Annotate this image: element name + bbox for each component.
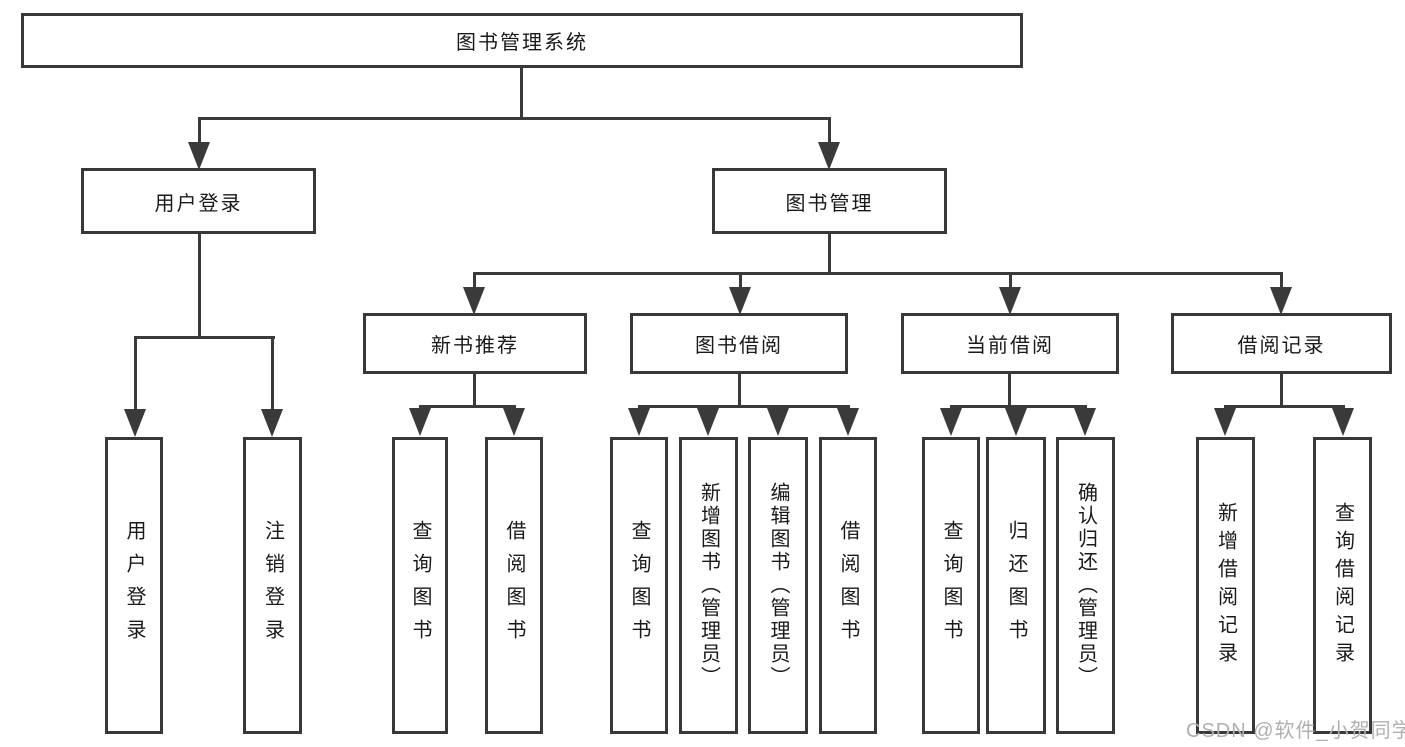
- leaf-query-books-borrow-label: 查询图书: [628, 519, 650, 652]
- root-node: 图书管理系统: [21, 13, 1023, 68]
- connector-split: [134, 336, 275, 339]
- csdn-watermark: CSDN @软件_小贺同学: [1186, 720, 1405, 742]
- leaf-edit-books-admin: 编辑图书（管理员）: [748, 437, 808, 734]
- connector-split: [1224, 405, 1345, 408]
- leaf-query-books-recommend-label: 查询图书: [409, 519, 431, 652]
- arrow-down-icon: [1332, 408, 1354, 436]
- node-new-book-recommend: 新书推荐: [363, 313, 587, 374]
- connector-split: [638, 405, 850, 408]
- connector-stem: [828, 234, 831, 275]
- node-user-login: 用户登录: [81, 168, 316, 234]
- connector-stem: [473, 272, 476, 292]
- arrow-down-icon: [1005, 408, 1027, 436]
- arrow-down-icon: [628, 408, 650, 436]
- leaf-borrow-books: 借阅图书: [819, 437, 877, 734]
- connector-stem: [134, 336, 137, 414]
- connector-stem: [828, 117, 831, 147]
- arrow-down-icon: [837, 408, 859, 436]
- node-book-management: 图书管理: [712, 168, 947, 234]
- connector-stem: [271, 336, 274, 414]
- leaf-borrow-books-recommend-label: 借阅图书: [503, 519, 525, 652]
- connector-stem: [738, 374, 741, 408]
- leaf-add-borrow-record: 新增借阅记录: [1196, 437, 1255, 734]
- node-borrow-records-label: 借阅记录: [1237, 335, 1326, 357]
- leaf-query-borrow-record-label: 查询借阅记录: [1331, 501, 1354, 670]
- arrow-down-icon: [767, 408, 789, 436]
- leaf-return-books-label: 归还图书: [1005, 519, 1027, 652]
- arrow-down-icon: [729, 287, 751, 315]
- connector-split: [419, 405, 516, 408]
- leaf-query-books-borrow: 查询图书: [610, 437, 668, 734]
- leaf-query-books-recommend: 查询图书: [392, 437, 448, 734]
- node-book-borrow: 图书借阅: [630, 313, 848, 374]
- leaf-borrow-books-recommend: 借阅图书: [485, 437, 543, 734]
- leaf-edit-books-admin-label: 编辑图书（管理员）: [767, 482, 789, 689]
- leaf-add-borrow-record-label: 新增借阅记录: [1214, 501, 1237, 670]
- leaf-user-login: 用户登录: [105, 437, 163, 734]
- arrow-down-icon: [188, 142, 210, 170]
- leaf-logout-label: 注销登录: [261, 519, 284, 652]
- arrow-down-icon: [999, 287, 1021, 315]
- arrow-down-icon: [409, 408, 431, 436]
- connector-split: [473, 272, 1282, 275]
- node-book-management-label: 图书管理: [785, 192, 874, 215]
- arrow-down-icon: [940, 408, 962, 436]
- connector-stem: [198, 234, 201, 339]
- arrow-down-icon: [1270, 287, 1292, 315]
- arrow-down-icon: [1214, 408, 1236, 436]
- node-current-borrow: 当前借阅: [901, 313, 1119, 374]
- leaf-confirm-return-admin-label: 确认归还（管理员）: [1074, 482, 1097, 689]
- arrow-down-icon: [261, 409, 283, 437]
- node-user-login-label: 用户登录: [154, 192, 243, 215]
- node-new-book-recommend-label: 新书推荐: [431, 335, 519, 357]
- connector-stem: [198, 117, 201, 147]
- node-borrow-records: 借阅记录: [1171, 313, 1392, 374]
- arrow-down-icon: [697, 408, 719, 436]
- arrow-down-icon: [1074, 408, 1096, 436]
- node-current-borrow-label: 当前借阅: [966, 335, 1054, 357]
- connector-root-stem: [520, 68, 523, 118]
- leaf-return-books: 归还图书: [986, 437, 1046, 734]
- connector-root-split: [198, 117, 831, 120]
- leaf-add-books-admin-label: 新增图书（管理员）: [697, 482, 720, 689]
- leaf-query-borrow-record: 查询借阅记录: [1313, 437, 1372, 734]
- arrow-down-icon: [818, 142, 840, 170]
- connector-stem: [1008, 374, 1011, 408]
- leaf-logout: 注销登录: [243, 437, 302, 734]
- arrow-down-icon: [124, 409, 146, 437]
- leaf-query-books-current: 查询图书: [922, 437, 980, 734]
- connector-stem: [739, 272, 742, 292]
- connector-stem: [1280, 374, 1283, 408]
- connector-split: [950, 405, 1087, 408]
- leaf-add-books-admin: 新增图书（管理员）: [679, 437, 738, 734]
- connector-stem: [1280, 272, 1283, 292]
- arrow-down-icon: [463, 287, 485, 315]
- node-book-borrow-label: 图书借阅: [695, 335, 783, 357]
- leaf-user-login-label: 用户登录: [123, 519, 145, 652]
- connector-stem: [1009, 272, 1012, 292]
- connector-stem: [473, 374, 476, 408]
- leaf-confirm-return-admin: 确认归还（管理员）: [1056, 437, 1115, 734]
- leaf-borrow-books-label: 借阅图书: [837, 519, 859, 652]
- arrow-down-icon: [503, 408, 525, 436]
- leaf-query-books-current-label: 查询图书: [940, 519, 962, 652]
- root-node-label: 图书管理系统: [456, 32, 588, 54]
